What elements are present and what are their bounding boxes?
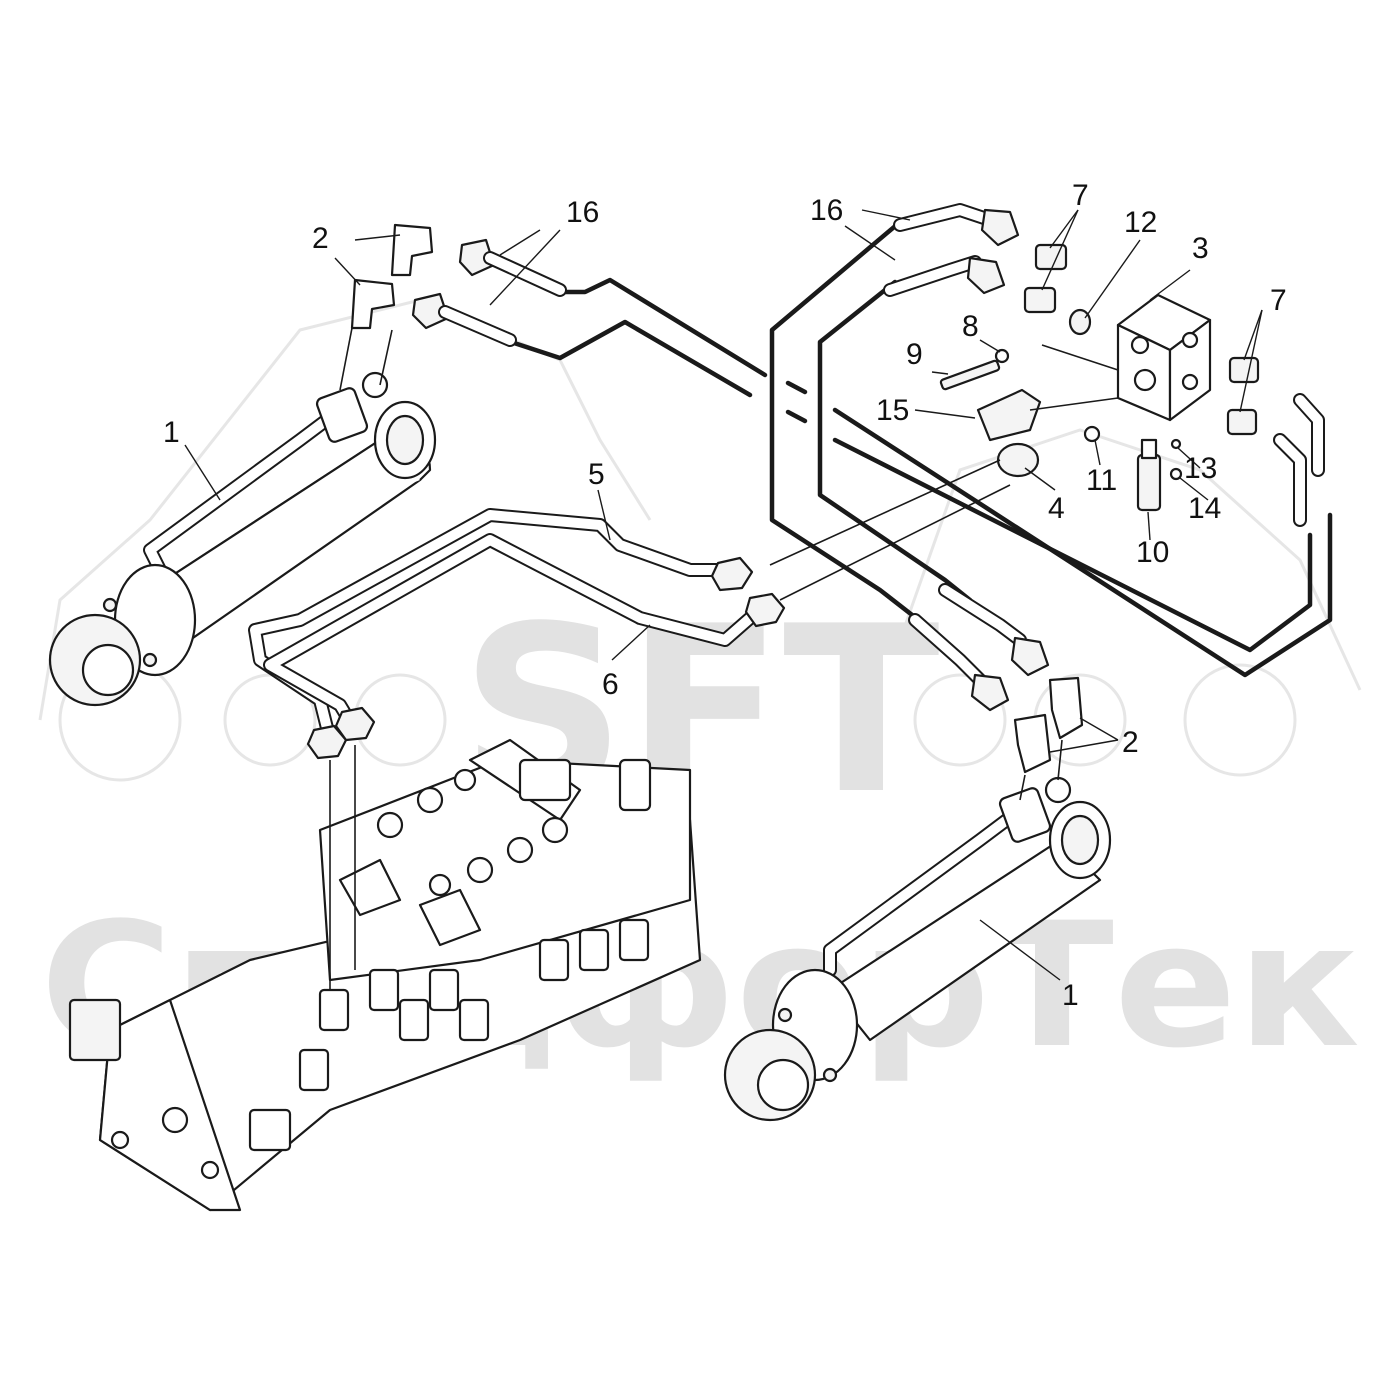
adapter-fitting (1226, 408, 1258, 436)
callout-4: 4 (1048, 492, 1065, 525)
tube-6-end-nut (334, 706, 376, 742)
hose-nut (411, 292, 450, 330)
callout-10: 10 (1136, 536, 1169, 569)
callout-7-right: 7 (1270, 284, 1287, 317)
leader-lines (184, 209, 1263, 981)
pipe-lines (502, 219, 1333, 678)
pipe-break-mark (785, 409, 808, 424)
small-ball (1170, 438, 1182, 450)
callout-14: 14 (1188, 492, 1221, 525)
tube-6-nut (744, 592, 786, 628)
tube-5-nut (710, 556, 754, 592)
callout-16-left: 16 (566, 196, 599, 229)
valve-block (939, 293, 1325, 527)
pipe-loop-outer (769, 219, 928, 628)
elbow-fitting (390, 223, 434, 277)
plug (1083, 425, 1101, 443)
hose-nut (970, 673, 1010, 712)
elbow-fitting (350, 278, 396, 330)
seal-ring (1068, 308, 1092, 336)
callout-8: 8 (962, 310, 979, 343)
steel-tubes (248, 508, 786, 760)
adapter-fitting (1023, 286, 1057, 314)
elbow-fitting (1048, 676, 1084, 740)
tube-5-end-nut (306, 724, 348, 760)
adapter-fitting (1228, 356, 1260, 384)
callout-11: 11 (1086, 464, 1117, 497)
callout-2-upper: 2 (312, 222, 329, 255)
callout-9: 9 (906, 338, 923, 371)
fittings-upper-left (339, 223, 567, 391)
fittings-lower-right (908, 583, 1084, 801)
small-plug (1169, 467, 1183, 481)
callout-12: 12 (1124, 206, 1157, 239)
pipe-lower-left (502, 319, 753, 398)
washer (994, 348, 1010, 364)
solenoid-coils (248, 918, 650, 1152)
hydraulic-cylinder-lower-right (723, 776, 1112, 1122)
callout-2-lower: 2 (1122, 726, 1139, 759)
callout-labels: 1 1 2 2 3 4 5 6 7 7 8 9 10 11 12 13 14 1… (163, 179, 1287, 1012)
callout-7-upper: 7 (1072, 179, 1089, 212)
fittings-upper-right (883, 203, 1092, 336)
hose-nut (1010, 636, 1050, 677)
callout-15: 15 (876, 394, 909, 427)
adapter-fitting (1034, 243, 1068, 271)
pipe-lower-right-run (832, 437, 1313, 653)
bolt (939, 359, 1001, 391)
straight-adapter (996, 442, 1040, 478)
callout-6: 6 (602, 668, 619, 701)
callout-5: 5 (588, 458, 605, 491)
pipe-break-mark (785, 380, 808, 395)
callout-3: 3 (1192, 232, 1209, 265)
elbow-fitting (1013, 713, 1052, 774)
control-valve-assembly (68, 738, 702, 1212)
callout-1-upper: 1 (163, 416, 180, 449)
callout-16-right: 16 (810, 194, 843, 227)
callout-1-lower: 1 (1062, 979, 1079, 1012)
hose-nut (980, 208, 1020, 247)
hose-nut (458, 238, 496, 277)
test-coupling (1136, 453, 1162, 512)
elbow-adapter (976, 388, 1042, 442)
pipe-loop-inner (817, 279, 973, 603)
hydraulic-cylinder-upper-left (48, 371, 437, 707)
hose-nut (966, 256, 1006, 295)
callout-13: 13 (1184, 452, 1217, 485)
pipe-upper-left (552, 277, 768, 378)
